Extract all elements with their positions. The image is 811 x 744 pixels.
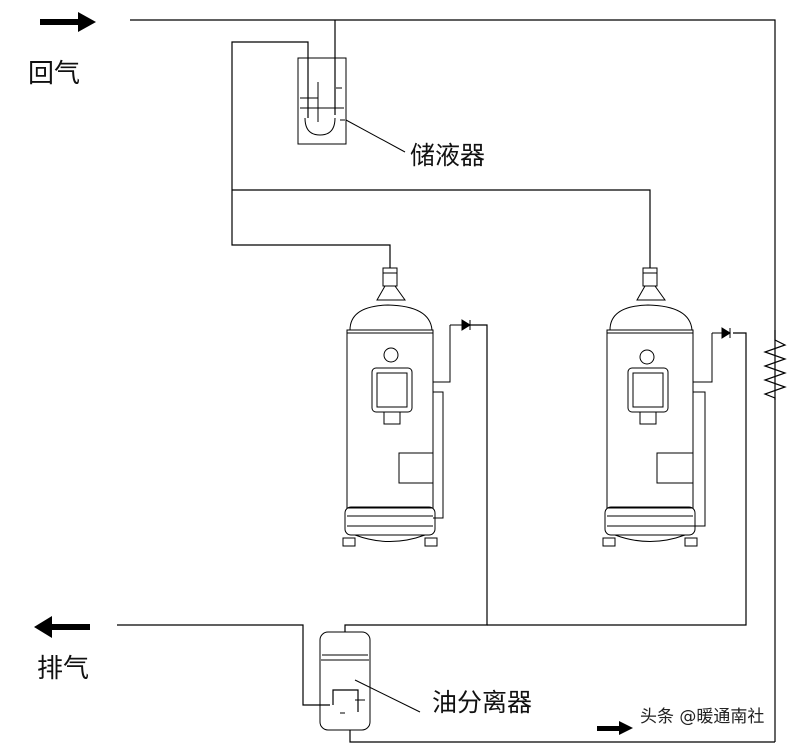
discharge-line-2: [487, 332, 747, 626]
accumulator-label: 储液器: [410, 141, 486, 170]
accumulator-outlet-pipe: [231, 41, 309, 190]
suction-branch-left: [231, 190, 391, 268]
suction-main-pipe: [130, 19, 776, 742]
oil-separator-inner-pipe: [332, 689, 359, 712]
oil-separator-vessel: [319, 631, 421, 731]
suction-branch-right: [232, 189, 651, 268]
watermark: 头条 @暖通南社: [640, 707, 765, 727]
discharge-gas-arrow: [34, 616, 90, 638]
oil-separator-label: 油分离器: [432, 688, 533, 717]
accumulator-vessel: [297, 57, 406, 153]
discharge-gas-label: 排气: [37, 654, 90, 684]
compressor-2: [602, 267, 731, 547]
return-gas-arrow: [40, 12, 96, 32]
discharge-line-1: [344, 324, 488, 632]
return-gas-label: 回气: [28, 59, 81, 89]
discharge-outlet-pipe: [117, 624, 330, 706]
oil-return-pipe: [349, 730, 775, 743]
oil-return-arrow: [597, 721, 633, 735]
heater-resistor: [763, 330, 787, 400]
compressor-1: [342, 267, 471, 547]
